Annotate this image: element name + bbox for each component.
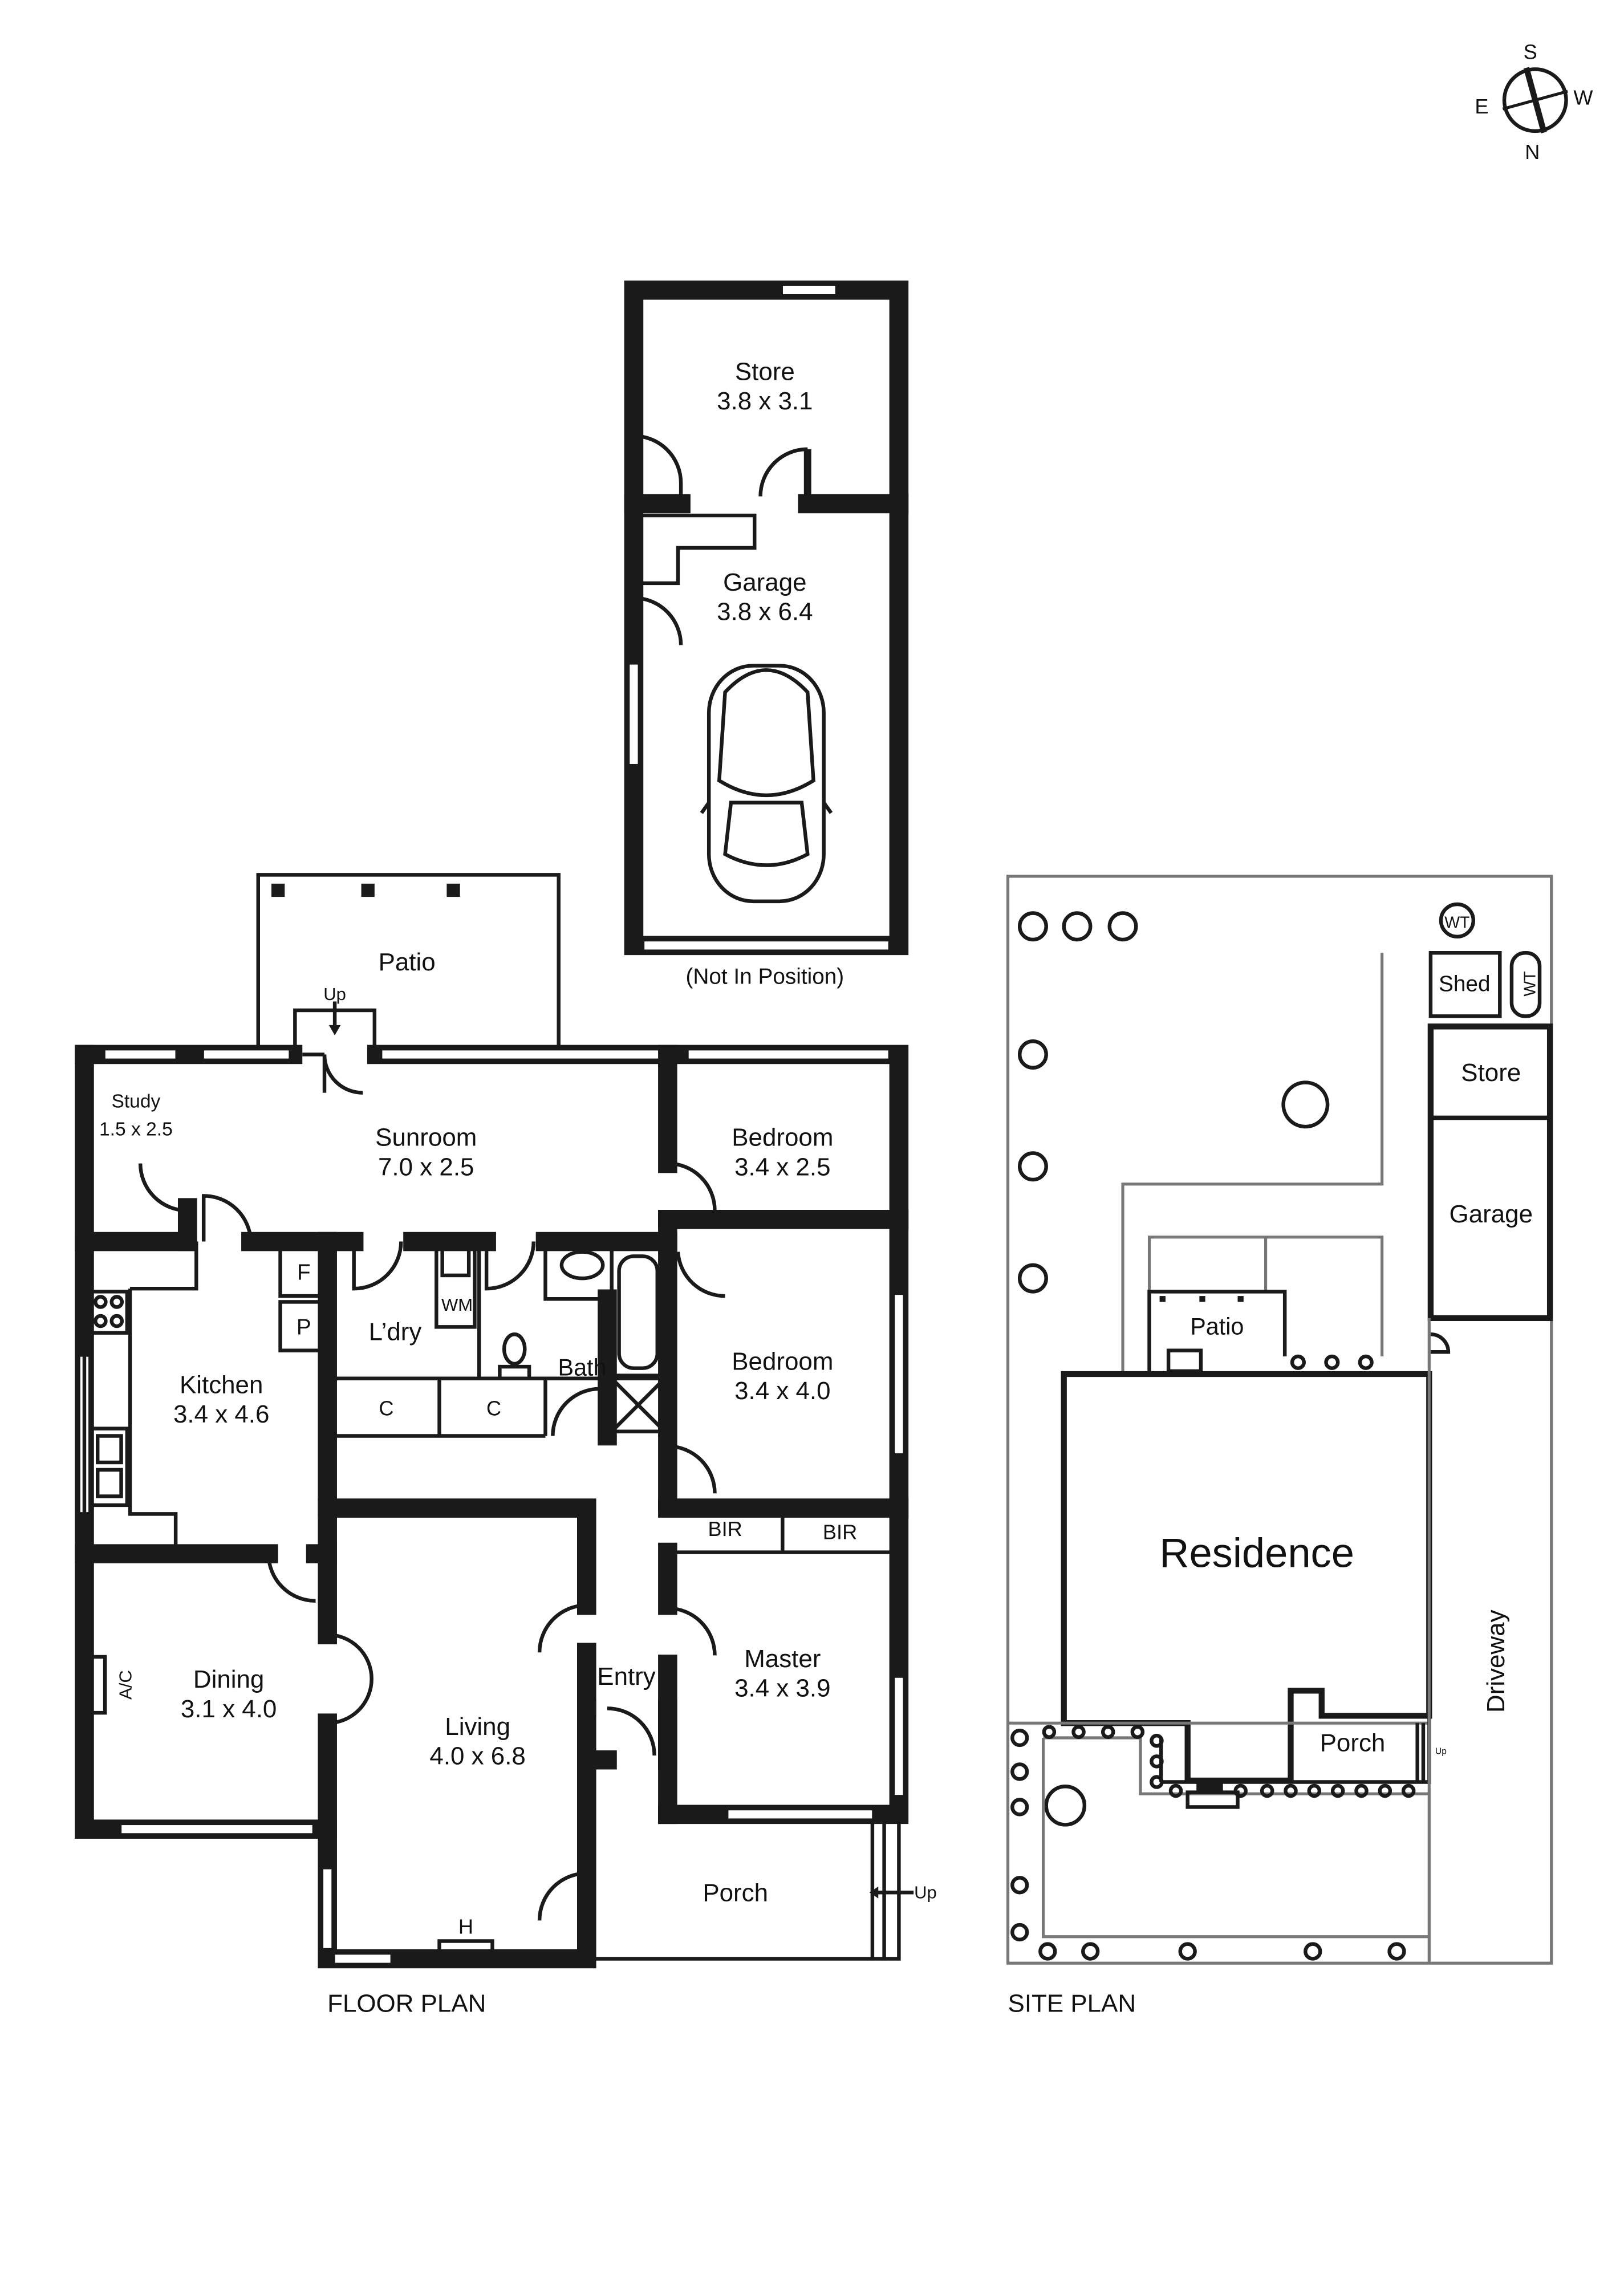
porch-up: Up bbox=[914, 1883, 937, 1903]
master-name: Master bbox=[744, 1645, 821, 1673]
compass-north: N bbox=[1525, 140, 1540, 164]
master-size: 3.4 x 3.9 bbox=[734, 1675, 830, 1702]
bir2-label: BIR bbox=[823, 1520, 857, 1543]
compass-west: W bbox=[1573, 86, 1593, 109]
cupboard2-label: C bbox=[486, 1396, 501, 1420]
study-size: 1.5 x 2.5 bbox=[99, 1119, 173, 1140]
study-name: Study bbox=[111, 1091, 160, 1112]
compass-icon: S W E N bbox=[1475, 40, 1593, 164]
bedroom1-size: 3.4 x 2.5 bbox=[734, 1153, 830, 1181]
store-size: 3.8 x 3.1 bbox=[717, 387, 813, 415]
patio: Patio Up bbox=[256, 873, 561, 1056]
garage-building: Store 3.8 x 3.1 Garage 3.8 x 6.4 (Not In… bbox=[624, 281, 909, 989]
tree-icon bbox=[1010, 911, 1406, 1961]
living-name: Living bbox=[445, 1713, 510, 1741]
garage-name: Garage bbox=[723, 568, 806, 596]
cooktop-icon bbox=[90, 1290, 129, 1335]
laundry-label: L’dry bbox=[369, 1318, 422, 1346]
site-up-label: Up bbox=[1435, 1746, 1447, 1756]
cupboard1-label: C bbox=[379, 1396, 393, 1420]
site-porch-label: Porch bbox=[1320, 1729, 1386, 1757]
floor-plan-labels: Study 1.5 x 2.5 Sunroom 7.0 x 2.5 Bedroo… bbox=[99, 1091, 937, 2017]
kitchen-name: Kitchen bbox=[180, 1371, 263, 1399]
patio-up: Up bbox=[323, 984, 346, 1004]
floor-plan-title: FLOOR PLAN bbox=[327, 1989, 486, 2017]
dining-size: 3.1 x 4.0 bbox=[181, 1695, 277, 1723]
site-residence-label: Residence bbox=[1159, 1530, 1354, 1576]
bir1-label: BIR bbox=[708, 1517, 742, 1541]
site-wt2-label: WT bbox=[1521, 971, 1539, 996]
pantry-label: P bbox=[297, 1315, 311, 1339]
bedroom2-size: 3.4 x 4.0 bbox=[734, 1377, 830, 1405]
ac-label: A/C bbox=[116, 1670, 136, 1700]
site-driveway-label: Driveway bbox=[1482, 1610, 1510, 1713]
car-icon bbox=[700, 664, 833, 904]
site-shed-label: Shed bbox=[1439, 972, 1490, 996]
site-patio-label: Patio bbox=[1190, 1313, 1244, 1339]
garage-note: (Not In Position) bbox=[685, 964, 844, 989]
entry-label: Entry bbox=[597, 1663, 656, 1690]
heater-label: H bbox=[458, 1915, 473, 1939]
porch-name: Porch bbox=[703, 1879, 768, 1907]
store-name: Store bbox=[735, 357, 795, 385]
living-size: 4.0 x 6.8 bbox=[429, 1742, 525, 1770]
bedroom1-name: Bedroom bbox=[732, 1124, 833, 1152]
site-garage-label: Garage bbox=[1450, 1200, 1533, 1228]
site-plan: WT Shed WT Store Garage Patio Residence bbox=[1006, 875, 1553, 2017]
toilet-icon bbox=[498, 1332, 531, 1380]
site-plan-title: SITE PLAN bbox=[1008, 1989, 1136, 2017]
sink-icon bbox=[90, 1427, 129, 1507]
sunroom-name: Sunroom bbox=[375, 1124, 477, 1152]
house-floor-plan bbox=[75, 1042, 914, 1969]
fridge-label: F bbox=[297, 1261, 311, 1285]
patio-name: Patio bbox=[379, 948, 436, 976]
dining-name: Dining bbox=[193, 1665, 264, 1693]
site-wt1-label: WT bbox=[1444, 913, 1469, 932]
garage-size: 3.8 x 6.4 bbox=[717, 598, 813, 625]
bath-label: Bath bbox=[558, 1355, 607, 1381]
kitchen-size: 3.4 x 4.6 bbox=[173, 1400, 269, 1428]
sunroom-size: 7.0 x 2.5 bbox=[378, 1153, 474, 1181]
wm-label: WM bbox=[441, 1295, 473, 1315]
compass-east: E bbox=[1475, 95, 1488, 118]
site-store-label: Store bbox=[1461, 1059, 1521, 1087]
compass-south: S bbox=[1524, 40, 1537, 63]
bedroom2-name: Bedroom bbox=[732, 1347, 833, 1375]
